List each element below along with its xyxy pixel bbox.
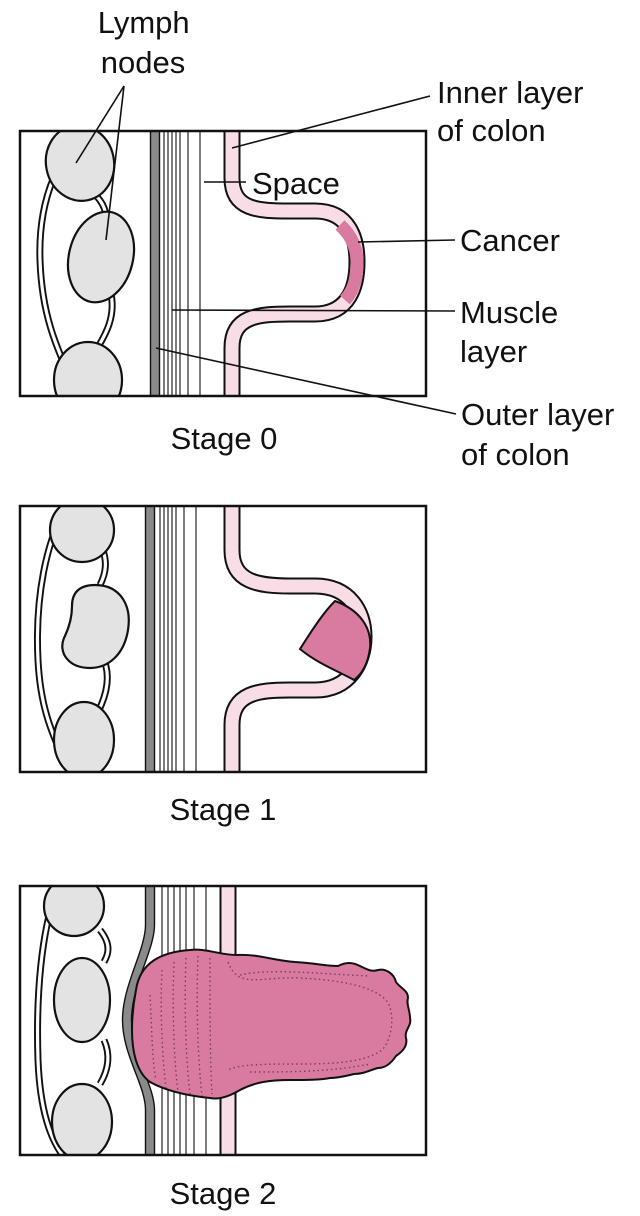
inner-layer-label: Inner layer of colon (437, 75, 592, 148)
lymph-node (52, 700, 116, 772)
stage-1-frame (18, 504, 428, 774)
lymph-node (50, 1082, 114, 1155)
lymph-nodes-label: Lymph nodes (98, 5, 199, 80)
cancer-tumor (298, 599, 372, 682)
callouts: Lymph nodes Inner layer of colon Space C… (75, 5, 623, 472)
cancer-label: Cancer (460, 223, 560, 258)
lymph-nodes-leader (105, 85, 125, 241)
stage-2-label: Stage 2 (170, 1176, 277, 1211)
stage-2-panel: Stage 2 (18, 884, 428, 1211)
stage-2-frame (18, 884, 428, 1157)
stage-0-label: Stage 0 (171, 421, 278, 456)
lymph-node (44, 131, 116, 202)
muscle-layer-leader (171, 309, 456, 312)
stage-0-panel: Stage 0 (18, 129, 428, 456)
outer-layer-label: Outer layer of colon (461, 397, 623, 472)
lymph-node (42, 886, 106, 938)
outer-layer-leader (155, 347, 457, 415)
stage-1-panel: Stage 1 (18, 504, 428, 827)
cancer-leader (357, 239, 456, 243)
outer-layer-of-colon (149, 131, 161, 396)
lymph-node (52, 340, 124, 396)
inner-layer-of-colon (223, 131, 366, 396)
lymph-vessel (34, 886, 112, 1155)
outer-layer-of-colon (144, 506, 156, 772)
lymph-node (52, 956, 112, 1044)
space-label: Space (252, 166, 340, 201)
muscle-layer (163, 131, 201, 396)
cancer-on-inner-layer (335, 220, 364, 305)
stage-1-label: Stage 1 (170, 792, 277, 827)
lymph-node (48, 506, 116, 564)
lymph-node (66, 210, 136, 304)
muscle-layer-label: Muscle layer (460, 295, 567, 369)
stage-0-frame (18, 129, 428, 398)
tumor-texture (149, 955, 393, 1097)
muscle-layer (159, 506, 197, 772)
lymph-node (61, 583, 130, 670)
lymph-nodes-leader (75, 85, 125, 164)
inner-layer-leader (231, 95, 431, 149)
cancer-tumor (130, 948, 412, 1100)
